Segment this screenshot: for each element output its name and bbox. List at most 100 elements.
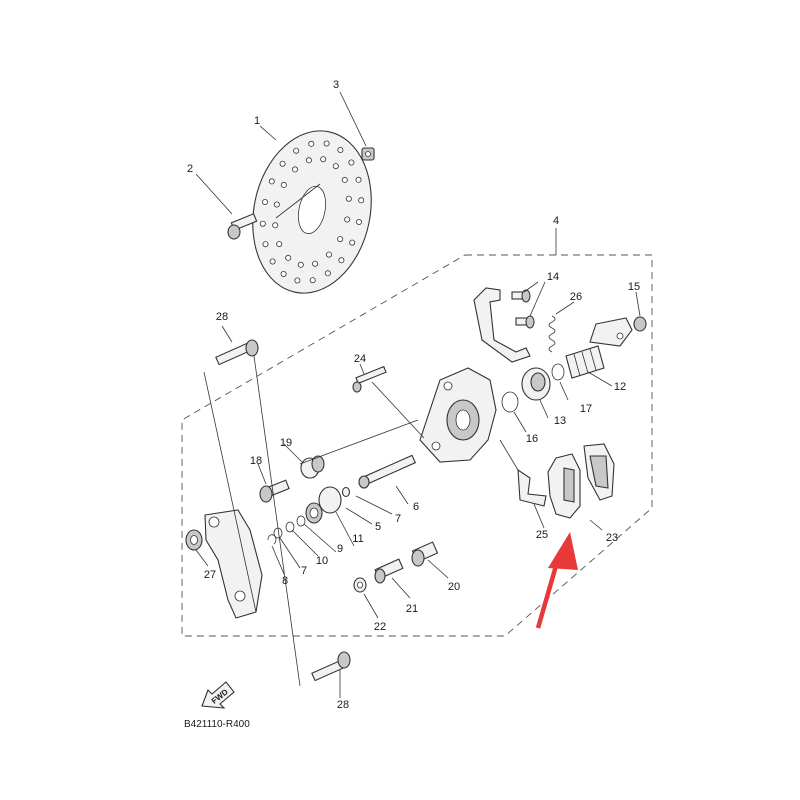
disc-vent-hole — [285, 254, 292, 261]
disc-vent-hole — [280, 181, 287, 188]
callout-20: 20 — [448, 581, 460, 593]
disc-vent-hole — [305, 157, 312, 164]
callout-21: 21 — [406, 603, 418, 615]
disc-vent-hole — [294, 277, 301, 284]
callout-numbers: 1 2 3 4 5 6 7 7 8 9 10 11 12 13 14 15 16… — [187, 79, 640, 711]
callout-1: 1 — [254, 115, 260, 127]
disc-vent-hole — [355, 218, 362, 225]
disc-vent-hole — [337, 236, 344, 243]
disc-vent-hole — [332, 163, 339, 170]
disc-vent-hole — [338, 257, 345, 264]
callout-2: 2 — [187, 163, 193, 175]
callout-16: 16 — [526, 433, 538, 445]
disc-bolt[interactable] — [227, 213, 258, 240]
disc-vent-hole — [355, 176, 362, 183]
parking-lever[interactable] — [589, 316, 647, 347]
callout-4: 4 — [553, 215, 559, 227]
callout-19: 19 — [280, 437, 292, 449]
slide-pin[interactable] — [352, 365, 387, 393]
copper-washer[interactable] — [353, 577, 367, 593]
callout-28a: 28 — [216, 311, 228, 323]
bracket-bolt[interactable] — [515, 315, 535, 329]
bracket-hole — [208, 516, 220, 528]
disc-vent-hole — [259, 220, 266, 227]
callout-23: 23 — [606, 532, 618, 544]
callout-18: 18 — [250, 455, 262, 467]
adjuster-shaft[interactable] — [358, 454, 417, 489]
o-ring[interactable] — [296, 515, 306, 527]
callout-15: 15 — [628, 281, 640, 293]
mounting-bolt-upper[interactable] — [215, 339, 259, 366]
guide-bolt[interactable] — [259, 479, 290, 503]
disc-vent-hole — [349, 239, 356, 246]
disc-vent-hole — [268, 178, 275, 185]
callout-11: 11 — [352, 533, 363, 545]
caliper-bracket[interactable] — [204, 509, 263, 619]
brake-pad-kit[interactable] — [547, 443, 615, 519]
disc-vent-hole — [325, 251, 332, 258]
disc-vent-hole — [348, 159, 355, 166]
callout-13: 13 — [554, 415, 566, 427]
disc-vent-hole — [345, 195, 352, 202]
caliper-body[interactable] — [419, 367, 497, 463]
bracket-bolt[interactable] — [511, 289, 531, 303]
callout-9: 9 — [337, 543, 343, 555]
o-ring-17[interactable] — [551, 363, 565, 381]
callout-10: 10 — [316, 555, 328, 567]
disc-vent-hole — [324, 270, 331, 277]
o-ring-16[interactable] — [501, 391, 519, 413]
disc-vent-hole — [297, 261, 304, 268]
disc-vent-hole — [320, 156, 327, 163]
circlip[interactable] — [267, 534, 277, 545]
o-ring[interactable] — [285, 521, 295, 533]
callout-22: 22 — [374, 621, 386, 633]
disc-vent-hole — [341, 176, 348, 183]
bracket-bushing[interactable] — [185, 529, 203, 551]
disc-nut[interactable] — [361, 147, 375, 161]
leader-lines — [195, 91, 641, 698]
pad-clip[interactable] — [517, 468, 547, 507]
disc-vent-hole — [280, 270, 287, 277]
callout-3: 3 — [333, 79, 339, 91]
disc-vent-hole — [344, 216, 351, 223]
bleeder-screw[interactable] — [374, 558, 404, 584]
disc-vent-hole — [276, 241, 283, 248]
highlight-arrow-icon — [535, 532, 578, 629]
callout-24: 24 — [354, 353, 366, 365]
callout-5: 5 — [375, 521, 381, 533]
lever-boot[interactable] — [565, 345, 605, 379]
disc-vent-hole — [309, 277, 316, 284]
disc-vent-hole — [312, 260, 319, 267]
callout-12: 12 — [614, 381, 626, 393]
callout-6: 6 — [413, 501, 419, 513]
disc-vent-hole — [308, 140, 315, 147]
disc-vent-hole — [293, 147, 300, 154]
pin-boot[interactable] — [300, 455, 325, 479]
disc-vent-hole — [323, 140, 330, 147]
callout-7b: 7 — [301, 565, 307, 577]
fwd-arrow-icon: FWD — [201, 681, 235, 709]
callout-7a: 7 — [395, 513, 401, 525]
bracket-hole — [234, 590, 246, 602]
disc-vent-hole — [261, 198, 268, 205]
disc-vent-hole — [273, 201, 280, 208]
callout-25: 25 — [536, 529, 548, 541]
caliper-assembly-boundary — [181, 254, 653, 637]
callout-26: 26 — [570, 291, 582, 303]
washer[interactable] — [341, 486, 351, 498]
disc-vent-hole — [358, 197, 365, 204]
disc-vent-hole — [337, 146, 344, 153]
piston-seal[interactable] — [305, 486, 342, 524]
disc-vent-hole — [262, 241, 269, 248]
lever-bracket[interactable] — [473, 287, 531, 363]
disc-vent-hole — [269, 258, 276, 265]
brake-disc[interactable] — [238, 120, 386, 305]
disc-vent-hole — [291, 166, 298, 173]
return-spring[interactable] — [548, 315, 556, 353]
adjuster-nut[interactable] — [521, 367, 551, 401]
disc-vent-hole — [279, 160, 286, 167]
disc-vent-hole — [272, 222, 279, 229]
mounting-bolt-lower[interactable] — [311, 651, 351, 682]
bleeder-fitting[interactable] — [411, 541, 439, 567]
